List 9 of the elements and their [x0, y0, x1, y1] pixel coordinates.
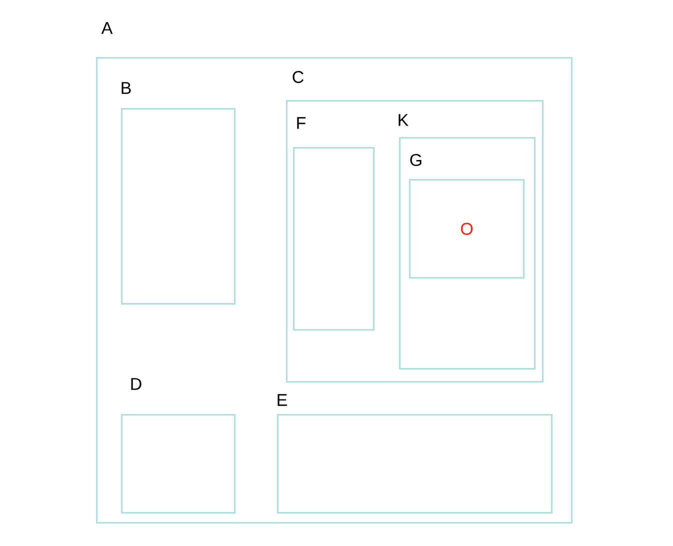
box-label: G [410, 154, 422, 166]
box-label: D [131, 378, 142, 390]
box-label: A [101, 22, 113, 34]
box-label: F [297, 117, 306, 129]
box-label: K [398, 114, 408, 126]
box-label: E [278, 394, 287, 406]
box: O [409, 179, 525, 279]
box-label: B [122, 82, 131, 94]
box-label: C [292, 70, 304, 84]
